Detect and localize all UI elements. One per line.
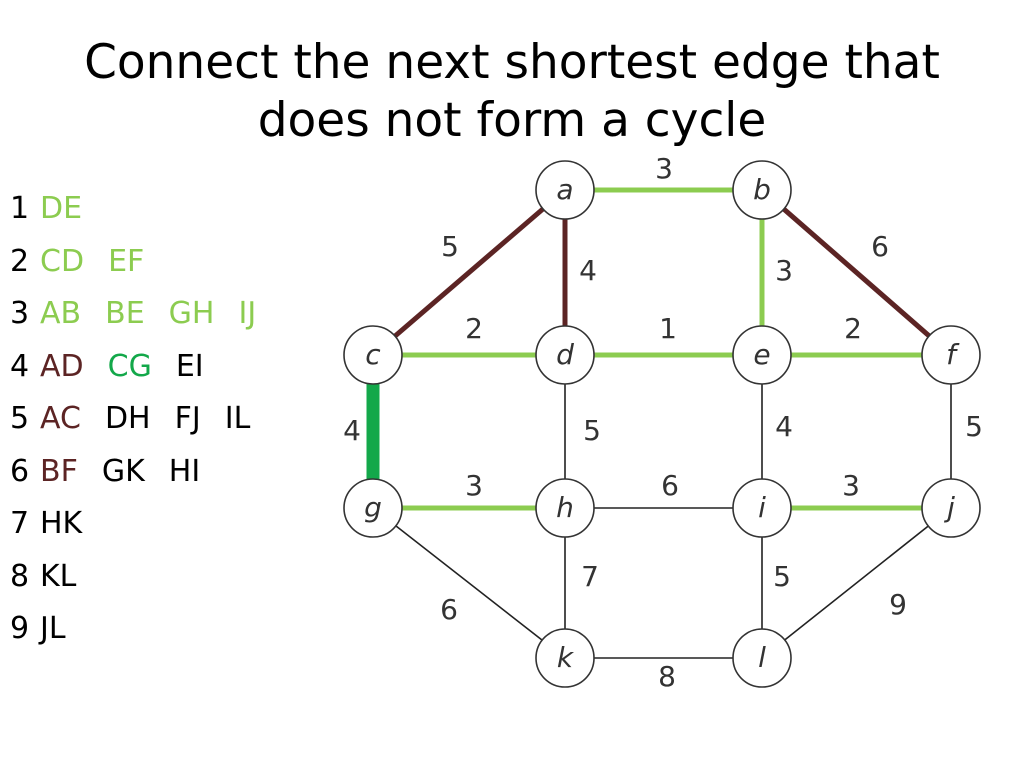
edge-weight-cg: 4	[343, 414, 361, 447]
edge-list-item: BE	[105, 296, 145, 331]
edge-list-row: 2 CD EF	[10, 236, 280, 289]
edge-weight-hk: 7	[581, 560, 599, 593]
node-b	[732, 160, 792, 220]
edge-list-item: EF	[108, 243, 145, 279]
edge-list-item: GK	[101, 453, 145, 489]
node-g	[343, 478, 403, 538]
edge-weight-il: 5	[773, 560, 791, 593]
edge-weight-hi: 6	[661, 469, 679, 502]
edge-weight-dh: 5	[583, 414, 601, 447]
edge-list-item: HI	[168, 453, 201, 489]
node-c	[343, 325, 403, 385]
node-j	[921, 478, 981, 538]
edge-list-weight: 6	[10, 453, 30, 489]
edge-weight-gk: 6	[440, 593, 458, 626]
edge-list-row: 8 KL	[10, 551, 280, 604]
edge-list-item: AD	[40, 348, 84, 384]
node-label-d: d	[556, 338, 574, 371]
edge-weight-ab: 3	[655, 152, 673, 185]
edge-list-weight: 7	[10, 506, 30, 541]
edge-list-item: IL	[224, 401, 251, 436]
edge-weight-de: 1	[659, 312, 677, 345]
edge-weight-labels: 3 5 4 3 6 2 1 2 4 5 4 5 3 6 3 6 7 5 9 8	[343, 152, 983, 693]
edge-weight-ad: 4	[579, 254, 597, 287]
node-label-k: k	[557, 641, 575, 674]
edge-weight-kl: 8	[658, 660, 676, 693]
edge-gk	[372, 507, 566, 659]
slide-title: Connect the next shortest edge that does…	[0, 34, 1024, 150]
edge-list-item: EI	[175, 348, 204, 384]
node-e	[732, 325, 792, 385]
node-a	[535, 160, 595, 220]
edge-weight-ac: 5	[441, 230, 459, 263]
edge-list-item: DH	[104, 401, 151, 436]
edge-list-row: 3 AB BE GH IJ	[10, 288, 280, 341]
edge-list-weight: 3	[10, 296, 30, 331]
graph-edges	[366, 187, 953, 659]
node-label-l: l	[758, 641, 766, 674]
node-label-e: e	[753, 338, 770, 371]
edge-list-row: 5 AC DH FJ IL	[10, 393, 280, 446]
edge-list-item: BF	[40, 453, 78, 489]
slide-title-line-1: Connect the next shortest edge that	[84, 35, 940, 90]
edge-list-item: DE	[40, 191, 83, 226]
edge-list-item: JL	[40, 611, 66, 646]
edge-list-item: IJ	[238, 296, 257, 331]
edge-weight-fj: 5	[965, 410, 983, 443]
edge-list-item: CG	[107, 348, 152, 384]
node-label-b: b	[753, 173, 771, 206]
node-l	[732, 628, 792, 688]
edge-weight-be: 3	[775, 254, 793, 287]
edge-list-item: AC	[40, 401, 81, 436]
edge-list-row: 1 DE	[10, 183, 280, 236]
node-i	[732, 478, 792, 538]
edge-list-item: CD	[40, 243, 85, 279]
node-label-i: i	[758, 491, 766, 524]
edge-weight-jl: 9	[889, 588, 907, 621]
edge-list-weight: 4	[10, 348, 30, 384]
slide-title-line-2: does not form a cycle	[257, 93, 767, 148]
edge-weight-cd: 2	[465, 312, 483, 345]
edge-jl	[761, 507, 952, 659]
edge-weight-list: 1 DE 2 CD EF 3 AB BE GH IJ 4 AD CG EI 5 AC DH FJ IL 6 BF GK HI…	[10, 183, 280, 656]
node-k	[535, 628, 595, 688]
node-h	[535, 478, 595, 538]
edge-list-weight: 1	[10, 191, 30, 226]
edge-list-weight: 2	[10, 243, 30, 279]
edge-list-item: HK	[40, 506, 83, 541]
edge-weight-gh: 3	[465, 469, 483, 502]
node-label-c: c	[365, 338, 381, 371]
edge-list-row: 6 BF GK HI	[10, 446, 280, 499]
edge-bf	[760, 188, 953, 357]
node-d	[535, 325, 595, 385]
edge-list-weight: 5	[10, 401, 30, 436]
node-f	[921, 325, 981, 385]
node-label-h: h	[556, 491, 574, 524]
node-label-g: g	[364, 491, 382, 524]
edge-list-item: KL	[40, 558, 77, 594]
edge-list-item: FJ	[174, 401, 201, 436]
node-label-a: a	[556, 173, 573, 206]
edge-list-item: AB	[40, 296, 82, 331]
edge-ac	[371, 188, 567, 357]
edge-weight-ei: 4	[775, 410, 793, 443]
edge-list-weight: 9	[10, 611, 30, 646]
edge-list-weight: 8	[10, 558, 30, 594]
edge-weight-ij: 3	[842, 469, 860, 502]
edge-list-row: 4 AD CG EI	[10, 341, 280, 394]
edge-list-item: GH	[168, 296, 215, 331]
edge-list-row: 7 HK	[10, 498, 280, 551]
edge-list-row: 9 JL	[10, 603, 280, 656]
edge-weight-bf: 6	[871, 230, 889, 263]
edge-weight-ef: 2	[844, 312, 862, 345]
